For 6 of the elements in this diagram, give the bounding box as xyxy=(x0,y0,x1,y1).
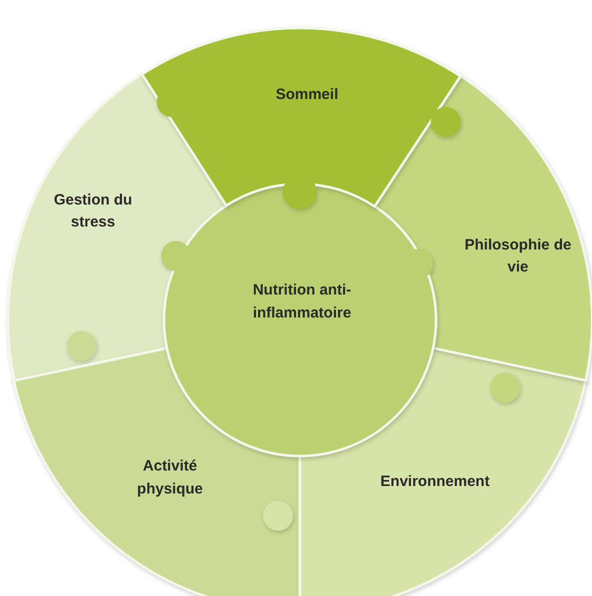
piece-label: Philosophie de vie xyxy=(464,235,572,278)
piece-label: Nutrition anti-inflammatoire xyxy=(252,280,352,323)
piece-label: Environnement xyxy=(379,472,491,492)
piece-label: Activité physique xyxy=(136,456,204,499)
piece-label: Gestion du stress xyxy=(52,190,134,233)
piece-label: Sommeil xyxy=(274,84,340,105)
